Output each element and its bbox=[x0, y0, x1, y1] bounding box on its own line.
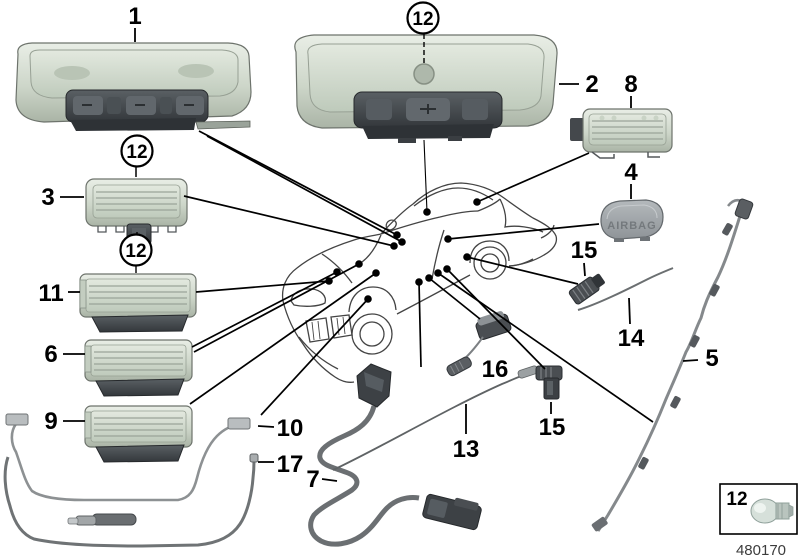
console-button[interactable] bbox=[107, 97, 121, 114]
car-rear-wheel bbox=[473, 246, 507, 280]
diagram-id: 480170 bbox=[736, 542, 786, 559]
callout-11-label[interactable]: 11 bbox=[38, 280, 63, 307]
bulb-legend-box: 12 bbox=[719, 483, 798, 535]
callout-13-label[interactable]: 13 bbox=[453, 436, 480, 463]
car-rear-bumper bbox=[508, 258, 534, 267]
callout-5-label[interactable]: 5 bbox=[705, 345, 718, 372]
car-roof-line bbox=[380, 182, 558, 267]
callout-15-label[interactable]: 15 bbox=[539, 414, 566, 441]
callout-12-label: 12 bbox=[412, 9, 433, 30]
part-6-interior-lamp bbox=[84, 339, 193, 397]
part-10-light-guide-cable bbox=[5, 413, 251, 502]
part-2-overhead-console bbox=[294, 34, 558, 143]
callout-3-label[interactable]: 3 bbox=[41, 184, 54, 211]
part-11-interior-lamp bbox=[79, 273, 197, 333]
car-mirror bbox=[385, 219, 397, 231]
car-sill-line bbox=[396, 274, 471, 315]
car-front-bumper bbox=[282, 300, 355, 383]
callout-12-circle-a[interactable]: 12 bbox=[120, 134, 154, 178]
bulb-icon bbox=[750, 498, 794, 524]
callout-10-pointer bbox=[257, 425, 275, 428]
part-15-connector-lower bbox=[535, 365, 563, 400]
car-hood-crease bbox=[321, 253, 353, 284]
callout-10-label[interactable]: 10 bbox=[277, 415, 304, 442]
part-4-airbag-emblem: AIRBAG bbox=[600, 199, 664, 242]
callout-7-pointer bbox=[321, 478, 338, 482]
callout-15-pointer bbox=[583, 262, 586, 277]
car-door-line bbox=[431, 229, 445, 280]
car-rear-light bbox=[540, 224, 555, 239]
callout-1-label[interactable]: 1 bbox=[128, 3, 141, 30]
callout-5-pointer bbox=[682, 359, 699, 362]
cable-end-connector bbox=[5, 413, 29, 426]
car-sketch bbox=[281, 182, 558, 383]
part-7-wiring-harness bbox=[308, 363, 482, 547]
console-button[interactable] bbox=[160, 97, 172, 114]
sensor-lens bbox=[413, 63, 435, 85]
callout-12-label: 12 bbox=[125, 241, 146, 262]
part-8-interior-lamp bbox=[570, 108, 673, 159]
airbag-emboss-text: AIRBAG bbox=[607, 220, 656, 232]
cable-end-connector bbox=[227, 417, 251, 430]
callout-14-pointer bbox=[628, 297, 631, 325]
car-front-wheel bbox=[351, 313, 393, 355]
callout-16-label[interactable]: 16 bbox=[482, 356, 509, 383]
part-5-cable bbox=[591, 198, 754, 532]
car-cowl-line bbox=[361, 234, 382, 263]
car-hood-line bbox=[281, 233, 382, 302]
car-front-wheel-arch bbox=[348, 286, 397, 313]
part-9-interior-lamp bbox=[84, 405, 193, 463]
part-1-overhead-console bbox=[15, 42, 252, 131]
callout-12-label: 12 bbox=[126, 142, 147, 163]
callout-7-label[interactable]: 7 bbox=[306, 466, 319, 493]
callout-9-label[interactable]: 9 bbox=[44, 408, 57, 435]
car-rear-wheel-arch bbox=[469, 240, 510, 264]
console-button[interactable] bbox=[462, 99, 488, 120]
part-15-connector-upper bbox=[568, 273, 605, 305]
callout-12-label[interactable]: 12 bbox=[726, 489, 747, 510]
callout-4-label[interactable]: 4 bbox=[624, 159, 638, 186]
callout-15-label[interactable]: 15 bbox=[571, 237, 598, 264]
harness-connector bbox=[422, 493, 482, 531]
console-button[interactable] bbox=[366, 99, 392, 120]
car-rear-window bbox=[477, 198, 544, 233]
car-beltline bbox=[380, 210, 479, 235]
callout-12-circle-b[interactable]: 12 bbox=[119, 232, 153, 273]
part-14-wire bbox=[577, 267, 674, 311]
cable-end-connector bbox=[734, 198, 754, 220]
inline-connector-sleeve bbox=[67, 513, 137, 526]
leader-lines bbox=[183, 130, 654, 423]
part-17-light-guide-cable bbox=[3, 453, 259, 548]
callout-2-label[interactable]: 2 bbox=[585, 71, 598, 98]
callout-14-label[interactable]: 14 bbox=[618, 325, 645, 352]
car-intake-line bbox=[298, 336, 339, 370]
callout-17-label[interactable]: 17 bbox=[277, 451, 304, 478]
callout-8-label[interactable]: 8 bbox=[624, 71, 637, 98]
callout-12-circle-c[interactable]: 12 bbox=[406, 1, 440, 67]
callout-6-label[interactable]: 6 bbox=[44, 341, 57, 368]
location-dots bbox=[325, 198, 481, 303]
car-kidney-grille bbox=[305, 314, 353, 343]
